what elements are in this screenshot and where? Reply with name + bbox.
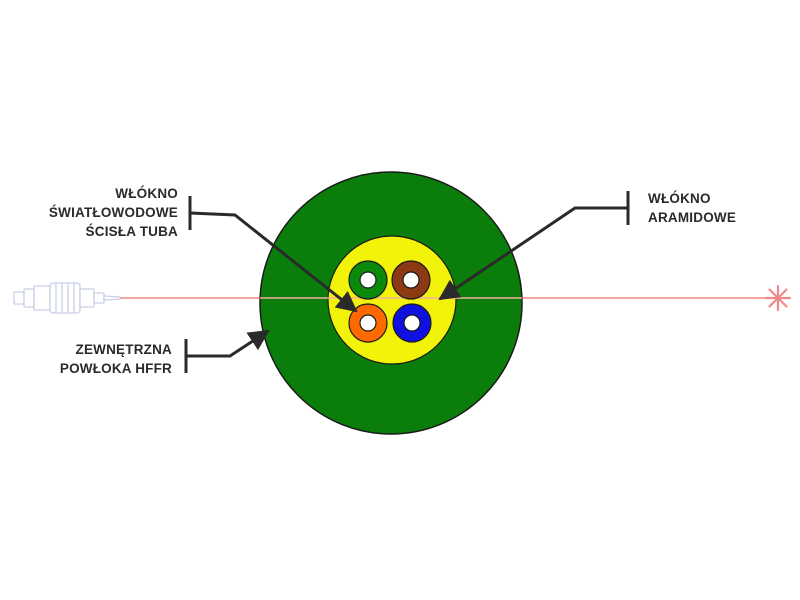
leader-aramid [438, 191, 630, 301]
aramid-filler [327, 235, 457, 365]
fiber-orange [348, 303, 388, 343]
fiber-connector-icon [13, 282, 121, 314]
label-aramid-fiber: WŁÓKNO ARAMIDOWE [648, 189, 736, 227]
fiber-green [348, 260, 388, 300]
label-aramid-line-2: ARAMIDOWE [648, 210, 737, 225]
label-jacket-line-1: ZEWNĘTRZNA [75, 342, 172, 357]
label-outer-jacket: ZEWNĘTRZNA POWŁOKA HFFR [60, 340, 172, 378]
label-fiber-line-1: WŁÓKNO [115, 186, 178, 201]
fiber-brown [391, 260, 431, 300]
label-fiber-line-3: ŚCISŁA TUBA [85, 224, 178, 239]
label-fiber-tight-tube: WŁÓKNO ŚWIATŁOWODOWE ŚCISŁA TUBA [49, 184, 178, 241]
leader-fiber-tube [188, 196, 358, 313]
label-aramid-line-1: WŁÓKNO [648, 191, 711, 206]
light-burst-icon [764, 284, 792, 312]
leader-outer-jacket [184, 329, 270, 373]
label-jacket-line-2: POWŁOKA HFFR [59, 361, 172, 376]
fiber-blue [392, 303, 432, 343]
label-fiber-line-2: ŚWIATŁOWODOWE [48, 205, 178, 220]
